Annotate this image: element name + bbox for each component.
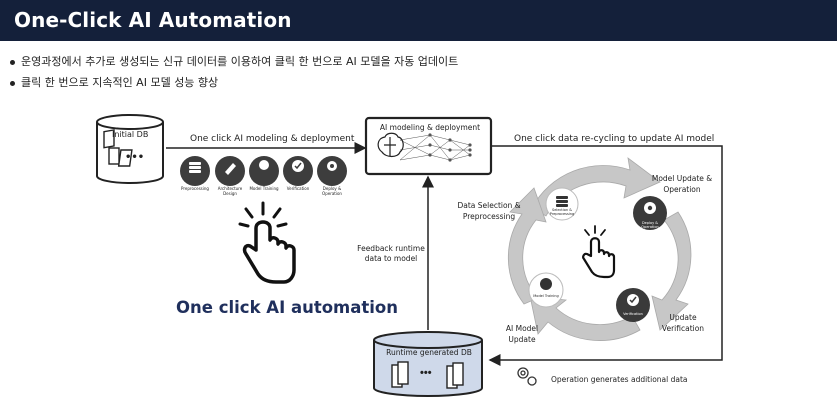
cycle-icon-label: Deploy & Operation: [641, 221, 659, 229]
gear-icon: [517, 367, 537, 386]
step-label: Verification: [286, 186, 310, 191]
cycle-label-model-update: Model Update & Operation: [651, 174, 713, 194]
step-label: Architecture Design: [217, 186, 243, 196]
bullet-text: 클릭 한 번으로 지속적인 AI 모델 성능 향상: [21, 76, 219, 89]
operation-note: Operation generates additional data: [551, 375, 688, 384]
pointer-hand-icon: [582, 237, 616, 279]
deploy-arrow-label: One click AI modeling & deployment: [190, 134, 355, 144]
runtime-db-icon: •••: [373, 331, 483, 397]
cycle-icon-label: Verification: [623, 312, 643, 316]
pencil-icon: [225, 163, 236, 175]
pointer-hand-icon: [242, 220, 296, 284]
automation-caption: One click AI automation: [176, 298, 399, 317]
svg-text:•••: •••: [420, 367, 432, 379]
step-label: Model Training: [249, 186, 279, 191]
neural-network-icon: [399, 134, 471, 161]
initial-db-label: Initial DB: [112, 130, 149, 139]
cycle-label-update-verification: Update Verification: [661, 313, 705, 333]
feedback-label: Feedback runtime data to model: [357, 244, 425, 263]
bullet-item: 운영과정에서 추가로 생성되는 신규 데이터를 이용하여 클릭 한 번으로 AI…: [10, 53, 458, 69]
recycle-label: One click data re-cycling to update AI m…: [514, 134, 715, 144]
recycle-arrow: [488, 145, 723, 366]
brain-icon: [377, 132, 404, 158]
cycle-icon-label: Model Training: [533, 294, 559, 298]
model-box-label: AI modeling & deployment: [379, 123, 481, 132]
svg-text:•••: •••: [125, 152, 144, 163]
runtime-db-label: Runtime generated DB: [386, 348, 472, 357]
bullet-item: 클릭 한 번으로 지속적인 AI 모델 성능 향상: [10, 74, 218, 90]
title-bar: One-Click AI Automation: [0, 0, 837, 41]
step-icons: [180, 156, 347, 186]
step-label: Deploy & Operation: [322, 186, 342, 196]
bullet-text: 운영과정에서 추가로 생성되는 신규 데이터를 이용하여 클릭 한 번으로 AI…: [21, 55, 459, 68]
cycle-ring: [507, 157, 692, 341]
step-label: Preprocessing: [181, 186, 209, 191]
page-title: One-Click AI Automation: [14, 8, 292, 32]
cycle-label-data-selection: Data Selection & Preprocessing: [457, 201, 521, 221]
cycle-label-ai-model-update: AI Model Update: [505, 324, 539, 344]
lightbulb-head-icon: [259, 160, 269, 170]
cycle-icon-label: Selection & Preprocessing: [549, 208, 575, 216]
initial-db-icon: •••: [96, 114, 164, 184]
layers-icon: [189, 162, 201, 165]
